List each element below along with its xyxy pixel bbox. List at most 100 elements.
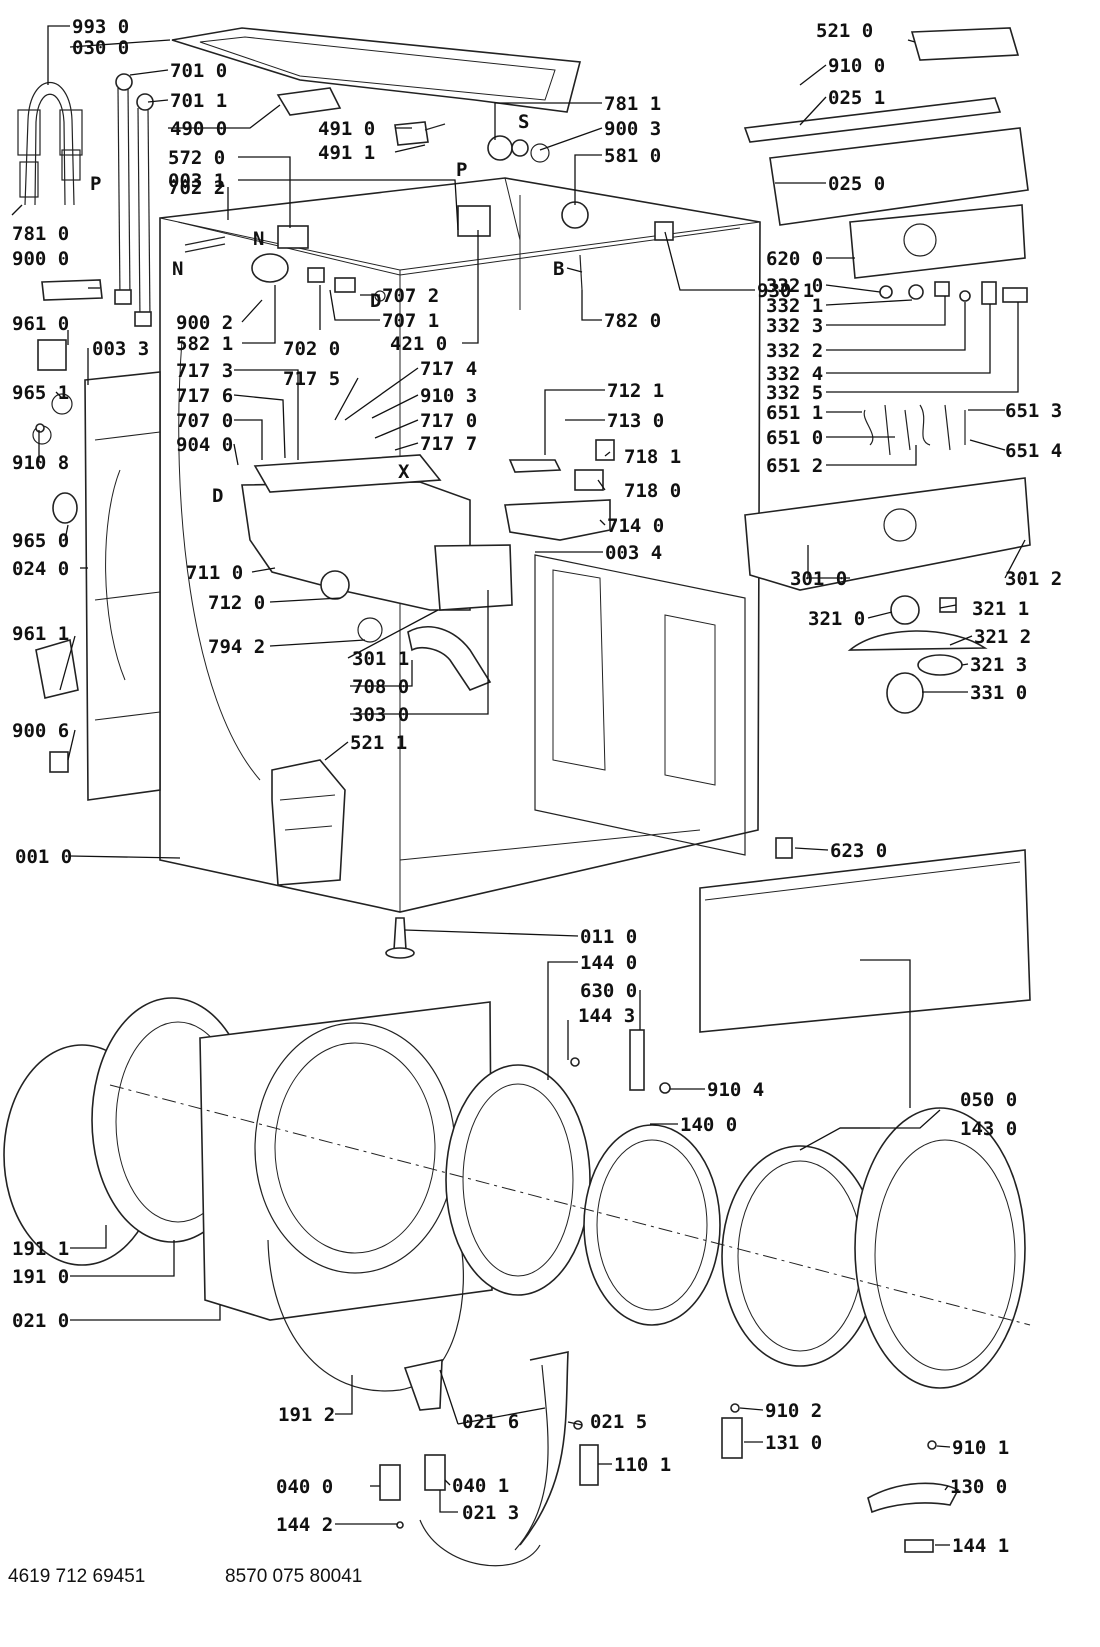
part-label: 965 1 [12, 382, 69, 404]
part-label: 781 1 [604, 93, 661, 115]
part-label: 144 2 [276, 1514, 333, 1536]
part-label: 030 0 [72, 37, 129, 59]
part-label: 718 1 [624, 446, 681, 468]
part-label: 651 0 [766, 427, 823, 449]
part-label: B [553, 258, 564, 280]
hose-708 [407, 626, 492, 691]
part-label: 910 0 [828, 55, 885, 77]
knob-ring-321 [890, 595, 920, 625]
part-label: 717 4 [420, 358, 477, 380]
part-label: 581 0 [604, 145, 661, 167]
part-label: 620 0 [766, 248, 823, 270]
part-label: 021 0 [12, 1310, 69, 1332]
part-label: 717 6 [176, 385, 233, 407]
part-label: 707 1 [382, 310, 439, 332]
door-glass-140 [583, 1124, 721, 1326]
panel-025-1 [743, 97, 1002, 143]
part-label: 651 1 [766, 402, 823, 424]
part-label: 143 0 [960, 1118, 1017, 1140]
part-label: 961 1 [12, 623, 69, 645]
part-label: 782 0 [604, 310, 661, 332]
part-label: 332 2 [766, 340, 823, 362]
front-panel [199, 1001, 493, 1321]
part-label: N [172, 258, 183, 280]
part-label: 003 1 [168, 170, 225, 192]
part-label: 144 1 [952, 1535, 1009, 1557]
part-label: 021 3 [462, 1502, 519, 1524]
part-label: 001 0 [15, 846, 72, 868]
part-label: 321 1 [972, 598, 1029, 620]
part-label: 025 1 [828, 87, 885, 109]
part-drawings [3, 27, 1031, 1567]
part-label: 910 3 [420, 385, 477, 407]
part-label: 332 3 [766, 315, 823, 337]
inlet-hose [117, 87, 121, 301]
leader-lines [11, 25, 1026, 1546]
part-label: 910 2 [765, 1400, 822, 1422]
part-label: 794 2 [208, 636, 265, 658]
part-label: 021 6 [462, 1411, 519, 1433]
part-label: 717 0 [420, 410, 477, 432]
top-lid [171, 27, 582, 113]
footer-left-code: 4619 712 69451 [8, 1566, 145, 1587]
door-ring-144 [445, 1064, 591, 1296]
part-label: 582 1 [176, 333, 233, 355]
ring-794 [357, 617, 383, 643]
part-label: 707 0 [176, 410, 233, 432]
part-label: 651 2 [766, 455, 823, 477]
part-label: 491 0 [318, 118, 375, 140]
part-label: 321 3 [970, 654, 1027, 676]
part-label: 331 0 [970, 682, 1027, 704]
pressure-switch [561, 201, 589, 229]
part-label: 900 2 [176, 312, 233, 334]
part-900-3 [530, 143, 550, 163]
door-seal-191-2 [267, 1239, 464, 1392]
part-label: 713 0 [607, 410, 664, 432]
inlet-valve [277, 225, 309, 249]
door-axis-line [109, 1084, 1031, 1326]
knob-331 [886, 672, 924, 714]
plinth-panel [699, 849, 1031, 1033]
part-label: 024 0 [12, 558, 69, 580]
pcb-521 [910, 27, 1020, 61]
part-label: 718 0 [624, 480, 681, 502]
part-label: 191 0 [12, 1266, 69, 1288]
part-label: 003 4 [605, 542, 662, 564]
part-label: 131 0 [765, 1432, 822, 1454]
part-label: 490 0 [170, 118, 227, 140]
part-label: 321 2 [974, 626, 1031, 648]
control-panel-fascia [744, 477, 1031, 591]
part-label: 651 3 [1005, 400, 1062, 422]
part-label: 191 1 [12, 1238, 69, 1260]
part-label: 110 1 [614, 1454, 671, 1476]
part-label: 521 0 [816, 20, 873, 42]
part-label: 332 1 [766, 295, 823, 317]
part-label: 900 3 [604, 118, 661, 140]
part-label: 301 2 [1005, 568, 1062, 590]
part-490 [276, 87, 342, 116]
part-label: 717 5 [283, 368, 340, 390]
part-label: 040 1 [452, 1475, 509, 1497]
part-label: 630 0 [580, 980, 637, 1002]
part-label: 708 0 [352, 676, 409, 698]
part-label: 707 2 [382, 285, 439, 307]
part-label: 712 1 [607, 380, 664, 402]
part-label: 712 0 [208, 592, 265, 614]
drain-pump-assembly [271, 759, 346, 886]
part-label: 040 0 [276, 1476, 333, 1498]
part-label: 702 0 [283, 338, 340, 360]
part-labels: 993 0 030 0 701 0 701 1 490 0 491 0 491 … [12, 16, 1062, 1557]
part-label: 651 4 [1005, 440, 1062, 462]
part-label: 900 0 [12, 248, 69, 270]
part-label: 623 0 [830, 840, 887, 862]
part-label: 910 1 [952, 1437, 1009, 1459]
part-label: 321 0 [808, 608, 865, 630]
part-491 [394, 121, 429, 146]
part-label: 050 0 [960, 1089, 1017, 1111]
part-label: P [456, 159, 467, 181]
part-label: 421 0 [390, 333, 447, 355]
part-label: 961 0 [12, 313, 69, 335]
hinge-131 [721, 1417, 743, 1459]
handle-130 [867, 1482, 960, 1514]
